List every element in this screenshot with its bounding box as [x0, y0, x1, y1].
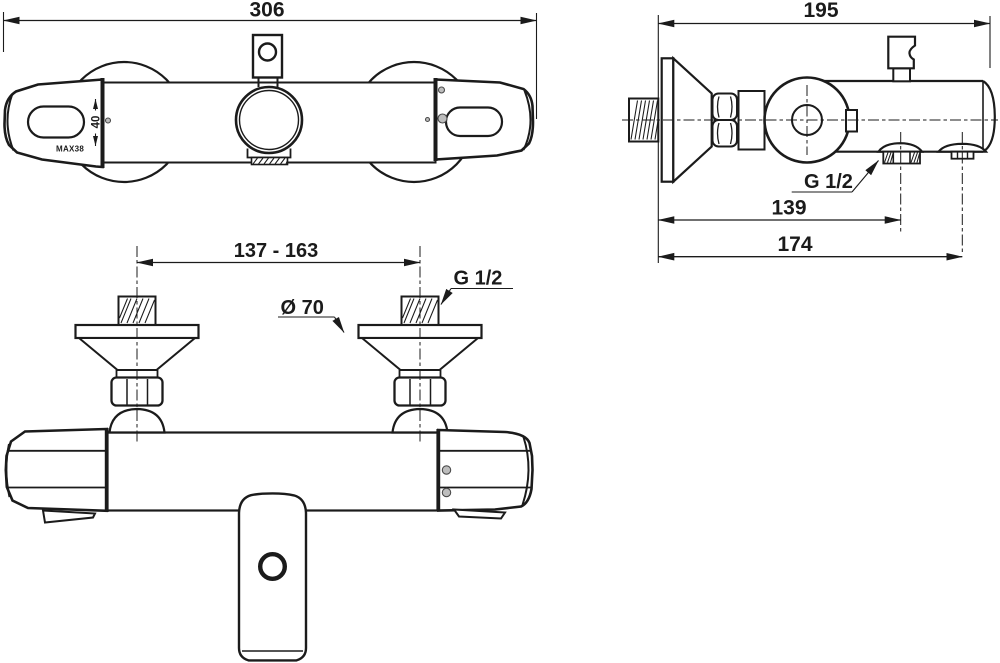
index-dot: [424, 116, 431, 123]
spout-stub-lines: [956, 151, 969, 159]
leader-arrow: [332, 316, 345, 333]
handle-body-joints: [104, 428, 441, 512]
top-view: 40 MAX38 306: [2, 0, 538, 184]
screw-dot: [441, 487, 452, 498]
flow-handle-top-view: [434, 78, 535, 161]
elbow-block: [251, 33, 284, 79]
thread-callout-front: G 1/2: [440, 268, 513, 305]
handle-body-joints: [100, 78, 438, 168]
cone-step: [115, 370, 159, 378]
projection-dimension: 174: [657, 233, 963, 261]
left-handle-end-cap: [6, 93, 15, 151]
s-union-nut-lower: [711, 119, 738, 148]
thread-hatching: [119, 298, 155, 324]
front-view: 137 - 163 G 1/2 Ø 70: [4, 240, 534, 662]
left-handle-end-cap: [5, 443, 11, 498]
right-handle-end-cap: [521, 436, 530, 506]
screw-dot: [437, 86, 446, 94]
leader-arrow: [440, 288, 453, 305]
dome-outer-circle: [234, 85, 304, 155]
right-handle-grip-recess: [444, 106, 504, 138]
overall-depth-label: 195: [803, 0, 838, 22]
left-handle-bands: [7, 449, 107, 489]
overall-depth-dimension: 195: [657, 0, 991, 263]
overall-width-label: 306: [249, 0, 284, 22]
left-handle-tab: [41, 509, 97, 524]
top-view-detail-dots: [104, 86, 448, 124]
right-handle-end-cap: [522, 90, 532, 151]
thread-hatching: [402, 298, 438, 324]
handle-dimension-label: 40: [91, 116, 103, 129]
thread-size-label: G 1/2: [804, 171, 853, 193]
nut-facets: [409, 379, 432, 405]
diverter-ring: [258, 552, 288, 582]
shower-outlet-elbow: [251, 33, 284, 87]
leader-arrow: [851, 160, 879, 193]
cone-step: [398, 370, 442, 378]
escutcheon-diameter-callout: Ø 70: [278, 297, 345, 333]
flow-handle-front-view: [437, 428, 534, 520]
central-dome: [234, 85, 304, 166]
thread-hatching: [252, 157, 288, 165]
shower-outlet-depth-dimension: 139: [657, 197, 902, 224]
nut-facets: [126, 379, 149, 405]
escutcheon-diameter-label: Ø 70: [281, 297, 324, 319]
left-handle-outline: [4, 427, 108, 513]
nut-facets: [716, 96, 733, 145]
index-dot: [104, 117, 112, 124]
handle-hub: [845, 109, 858, 133]
screw-dot: [437, 113, 448, 124]
bath-spout: [237, 492, 308, 662]
overall-width-dimension: 306: [2, 0, 538, 119]
handle-dimension-40: 40: [91, 99, 103, 146]
screw-dot: [441, 465, 452, 475]
hose-connection-circle: [257, 42, 278, 62]
dome-inner-circle: [238, 89, 300, 151]
fitting-neck: [892, 67, 911, 83]
right-handle-bands: [438, 449, 531, 489]
max-temperature-marking: MAX38: [56, 145, 84, 154]
temperature-handle-top-view: [3, 78, 104, 169]
nut-hatching: [884, 152, 921, 163]
side-view: 195 G 1/2 139 174: [622, 0, 998, 263]
left-handle-grip-recess: [26, 105, 86, 139]
thread-size-label: G 1/2: [454, 268, 503, 290]
fitting-block: [887, 35, 917, 70]
s-union-nut-upper: [711, 92, 738, 121]
temperature-handle-front-view: [4, 427, 108, 524]
thread-callout-side: G 1/2: [791, 160, 879, 193]
shower-hose-fitting: [887, 35, 917, 83]
right-handle-outline: [437, 428, 534, 512]
inlet-spacing-dimension: 137 - 163: [136, 240, 421, 267]
depth-139-label: 139: [771, 197, 806, 220]
end-cap-arc: [982, 80, 996, 153]
depth-174-label: 174: [777, 233, 812, 256]
inlet-spacing-label: 137 - 163: [234, 240, 319, 262]
elbow-neck: [257, 77, 279, 87]
right-handle-tab: [451, 508, 507, 520]
outlet-nut: [882, 150, 921, 165]
